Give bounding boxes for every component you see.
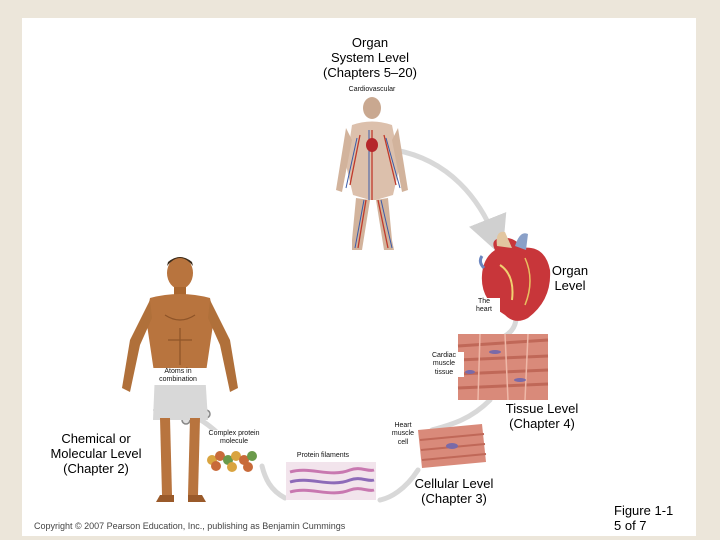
protein-filaments-image [286, 462, 376, 500]
cardiac-tissue-callout: Cardiac muscle tissue [424, 352, 464, 378]
human-body-image [122, 257, 238, 502]
tissue-level-label: Tissue Level (Chapter 4) [505, 401, 579, 431]
organ-level-label: Organ Level [551, 263, 589, 293]
cardiovascular-figure [336, 97, 408, 250]
heart-cell-callout: Heart muscle cell [391, 422, 415, 446]
chemical-level-label: Chemical or Molecular Level (Chapter 2) [50, 431, 142, 476]
cardiac-tissue-image [457, 333, 549, 401]
complex-protein-callout: Complex protein molecule [200, 430, 268, 447]
copyright-text: Copyright © 2007 Pearson Education, Inc.… [34, 521, 346, 531]
cardiovascular-callout: Cardiovascular [348, 86, 396, 93]
protein-filaments-callout: Protein filaments [286, 452, 360, 461]
heart-cell-image [418, 424, 487, 468]
atoms-callout: Atoms in combination [148, 368, 208, 385]
cellular-level-label: Cellular Level (Chapter 3) [414, 476, 494, 506]
organ-system-level-label: Organ System Level (Chapters 5–20) [323, 35, 417, 80]
content-panel [22, 18, 696, 536]
figure-label: Figure 1-1 5 of 7 [614, 503, 674, 533]
level-arrows [194, 147, 519, 503]
protein-molecule-image [207, 451, 257, 472]
the-heart-callout: The heart [468, 298, 500, 315]
